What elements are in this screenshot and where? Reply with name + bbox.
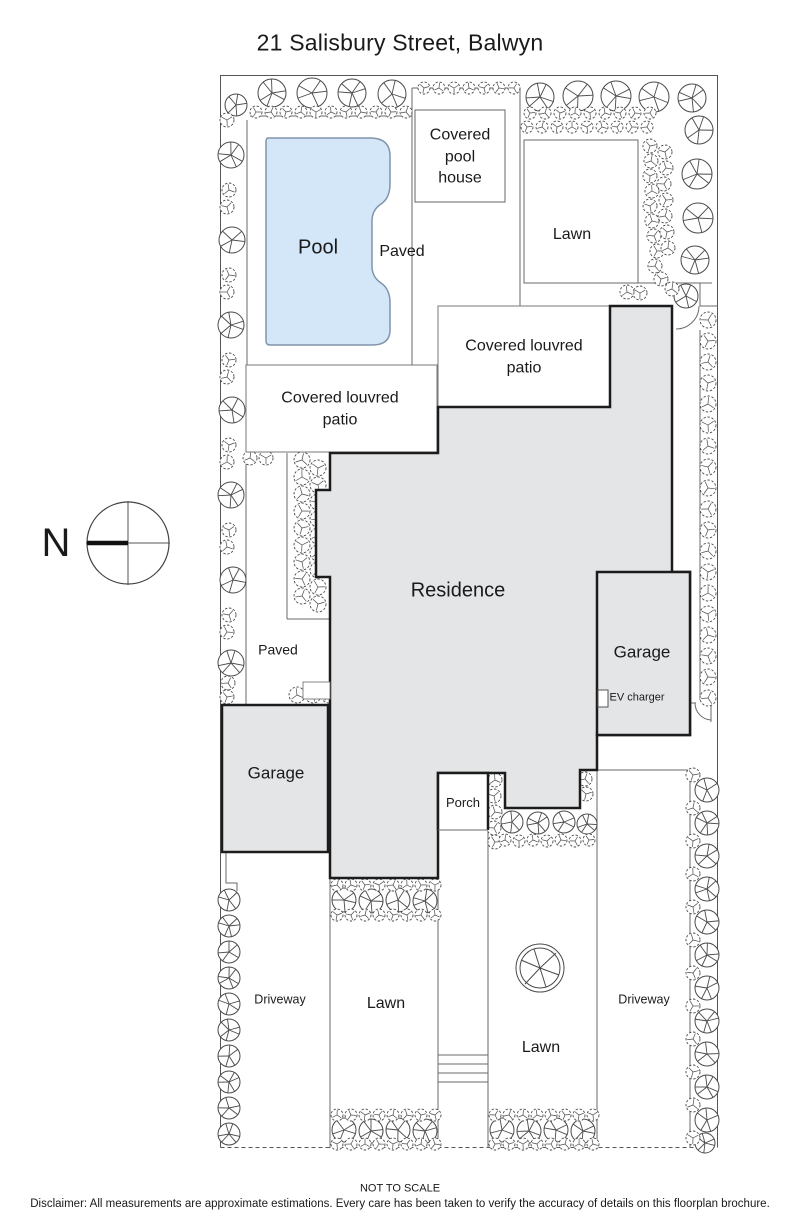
gate-arc-top-right: [675, 305, 700, 330]
ev-charger-box: [597, 689, 609, 708]
porch-outline: [436, 771, 490, 831]
pool-shape: [265, 137, 391, 346]
garden-trees: [217, 77, 720, 1154]
garage-left-box: [220, 703, 330, 854]
walkway-steps: [438, 1054, 488, 1083]
site-boundary: [220, 75, 718, 1148]
garage-right-box: [595, 570, 692, 737]
pool-house-box: [414, 109, 506, 203]
feature-tree: [515, 943, 565, 993]
patio-right-box: [437, 305, 611, 408]
north-compass: [86, 501, 170, 585]
left-wall-bay: [302, 681, 331, 700]
lawn-top-area: [523, 139, 639, 284]
patio-left-box: [245, 364, 438, 453]
